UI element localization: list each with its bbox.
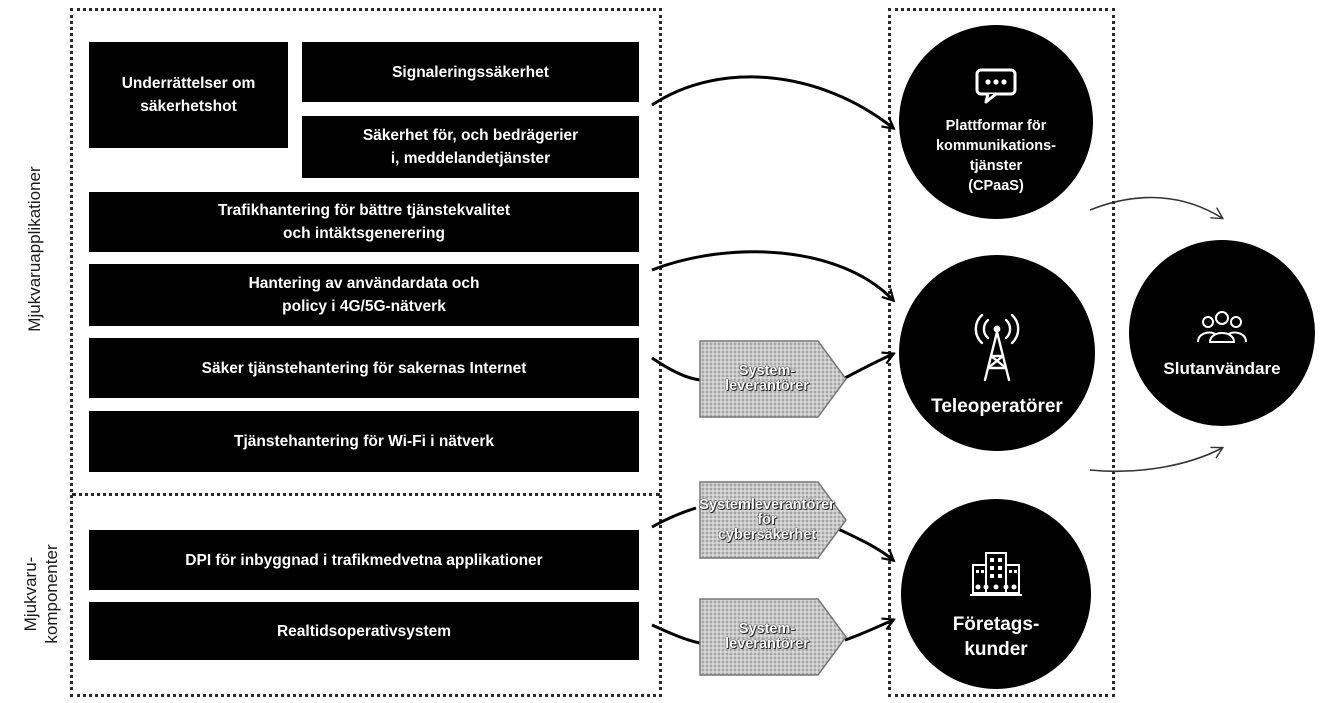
arrow-iot-to-tag (651, 356, 701, 382)
user-data-policy-box: Hantering av användardata och policy i 4… (89, 264, 639, 326)
traffic-management-box: Trafikhantering för bättre tjänstekvalit… (89, 192, 639, 252)
rtos-box: Realtidsoperativsystem (89, 602, 639, 660)
tag-system-vendors-1: System- leverantörer (698, 339, 848, 419)
arrow-rtos-to-tag (651, 623, 701, 645)
arrow-dpi-to-cyber-tag (651, 506, 697, 529)
tag-cyber-vendors: Systemleverantörer för cybersäkerhet (698, 480, 848, 560)
office-building-icon (968, 526, 1024, 606)
threat-intelligence-box: Underrättelser om säkerhetshot (89, 42, 288, 148)
end-users-label: Slutanvändare (1163, 359, 1281, 378)
arrow-to-cpaas (651, 75, 893, 128)
antenna-tower-icon (965, 288, 1029, 389)
tag-label: Systemleverantörer för cybersäkerhet (699, 496, 835, 543)
telecom-circle: Teleoperatörer (899, 255, 1095, 451)
messaging-security-box: Säkerhet för, och bedrägerier i, meddela… (302, 116, 639, 178)
dpi-box: DPI för inbyggnad i trafikmedvetna appli… (89, 530, 639, 590)
cpaas-label: Plattformar för kommunikations- tjänster… (935, 118, 1057, 194)
tag-label: System- leverantörer (725, 621, 809, 652)
arrow-tag-to-enterprise (844, 620, 893, 642)
wifi-service-box: Tjänstehantering för Wi-Fi i nätverk (89, 411, 639, 472)
iot-service-box: Säker tjänstehantering för sakernas Inte… (89, 338, 639, 398)
section-divider (72, 493, 660, 496)
tag-label: System- leverantörer (725, 363, 809, 394)
arrow-telecom-to-end-users (1089, 446, 1225, 473)
chat-bubble-icon (974, 48, 1018, 110)
arrow-tag-to-telecom (844, 354, 893, 380)
arrow-to-telecom (651, 250, 893, 300)
arrow-cpaas-to-end-users (1089, 196, 1225, 220)
telecom-label: Teleoperatörer (931, 395, 1063, 417)
enterprise-label: Företags- kunder (952, 614, 1040, 660)
cpaas-circle: Plattformar för kommunikations- tjänster… (899, 25, 1093, 219)
enterprise-circle: Företags- kunder (901, 499, 1091, 689)
software-frame (70, 8, 662, 697)
signaling-security-box: Signaleringssäkerhet (302, 42, 639, 102)
tag-system-vendors-2: System- leverantörer (698, 597, 848, 677)
users-group-icon (1195, 286, 1249, 352)
end-users-circle: Slutanvändare (1129, 240, 1315, 426)
